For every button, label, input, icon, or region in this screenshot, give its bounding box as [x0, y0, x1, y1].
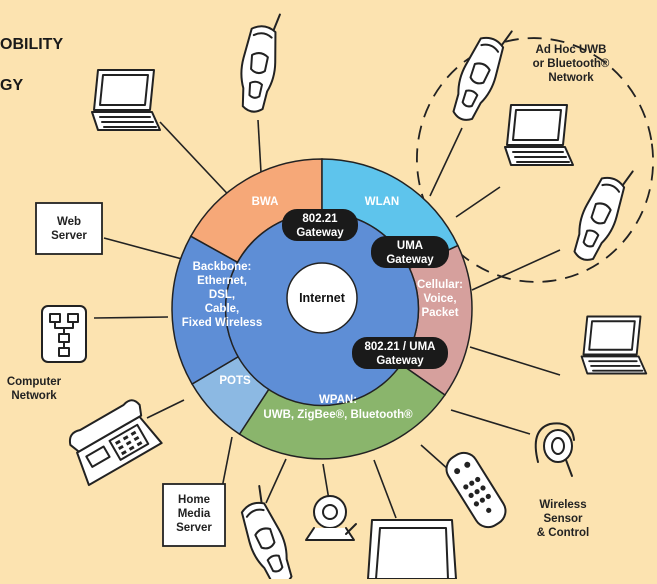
- backbone-label-4: Cable,: [205, 303, 240, 315]
- bwa-label: BWA: [252, 196, 279, 208]
- gateway-uma-label-1: UMA: [397, 240, 423, 252]
- gateway-802-21-pill: [282, 209, 358, 241]
- pots-label: POTS: [219, 375, 251, 387]
- headset-icon: [534, 422, 575, 477]
- wlan-label: WLAN: [365, 196, 400, 208]
- cellular-label-3: Packet: [421, 307, 458, 319]
- cordless-phone-icon: [234, 9, 284, 115]
- adhoc-label-2: or Bluetooth®: [533, 58, 610, 70]
- home-media-label-2: Media: [178, 508, 211, 520]
- connector-lines: [93, 119, 561, 519]
- adhoc-label-3: Network: [548, 72, 594, 84]
- gateway-uma-label-2: Gateway: [386, 254, 434, 266]
- gateway-802-21-label-1: 802.21: [302, 213, 338, 225]
- laptop-icon: [91, 69, 161, 131]
- wpan-label-2: UWB, ZigBee®, Bluetooth®: [263, 409, 413, 421]
- gateway-802-21-uma-label-2: Gateway: [376, 355, 424, 367]
- wireless-sensor-label-1: Wireless: [539, 499, 586, 511]
- adhoc-network-boundary: [416, 37, 654, 283]
- computer-network-label-1: Computer: [7, 376, 62, 388]
- computer-network: Computer Network: [7, 305, 87, 402]
- web-server-label-1: Web: [57, 216, 81, 228]
- home-media-server: Home Media Server: [162, 483, 226, 547]
- gateway-802-21-label-2: Gateway: [296, 227, 344, 239]
- cellular-label-1: Cellular:: [417, 279, 463, 291]
- gateway-802-21-uma-label-1: 802.21 / UMA: [365, 341, 436, 353]
- laptop-icon: [580, 315, 648, 375]
- center-label: Internet: [299, 291, 346, 305]
- wireless-sensor-label-2: Sensor: [544, 513, 584, 525]
- camera-icon: [305, 495, 357, 541]
- header-line2: GY: [0, 77, 23, 94]
- backbone-label-1: Backbone:: [193, 261, 252, 273]
- adhoc-label-1: Ad Hoc UWB: [536, 44, 607, 56]
- laptop-icon: [504, 104, 574, 166]
- remote-control-icon: [445, 451, 507, 529]
- cordless-phone-icon: [444, 19, 516, 127]
- server-box-icon: [35, 202, 103, 255]
- gateway-uma-pill: [371, 236, 449, 268]
- backbone-label-3: DSL,: [209, 289, 235, 301]
- web-server-label-2: Server: [51, 230, 87, 242]
- computer-network-label-2: Network: [11, 390, 57, 402]
- backbone-label-5: Fixed Wireless: [182, 317, 262, 329]
- cellular-label-2: Voice,: [423, 293, 456, 305]
- home-media-label-1: Home: [178, 494, 210, 506]
- backbone-label-2: Ethernet,: [197, 275, 247, 287]
- network-tree-icon: [41, 305, 87, 363]
- cordless-phone-icon: [565, 159, 637, 267]
- gateway-802-21-uma-pill: [352, 337, 448, 369]
- web-server: Web Server: [35, 202, 103, 255]
- header-line1: OBILITY: [0, 36, 63, 53]
- internet-core: [286, 262, 358, 334]
- wireless-sensor-label-3: & Control: [537, 527, 589, 539]
- tv-monitor-icon: [367, 519, 457, 580]
- desk-phone-icon: [68, 399, 163, 487]
- wpan-label-1: WPAN:: [319, 394, 357, 406]
- server-box-icon: [162, 483, 226, 547]
- cordless-phone-icon: [229, 484, 301, 584]
- home-media-label-3: Server: [176, 522, 212, 534]
